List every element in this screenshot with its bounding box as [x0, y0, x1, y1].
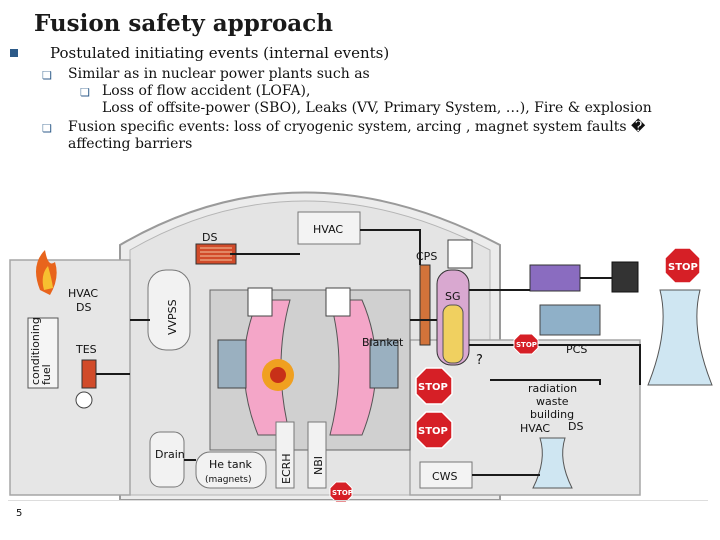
- blanket-label: Blanket: [362, 336, 404, 349]
- tes-heater: [81, 359, 97, 389]
- fuel-conditioning-box: [27, 317, 59, 389]
- bullet-text: Similar as in nuclear power plants such …: [68, 66, 370, 82]
- turbine-icon: [529, 264, 581, 292]
- fusion-plant-diagram: HVAC DS CPS SG HVAC DS fuelconditioning …: [9, 191, 713, 503]
- stop-sign-small: STOP: [329, 481, 353, 503]
- svg-text:STOP: STOP: [418, 382, 448, 393]
- bullet-text: Loss of flow accident (LOFA),: [102, 83, 311, 99]
- fuel-conditioning-label: fuelconditioning: [29, 317, 53, 385]
- bullet-text: affecting barriers: [68, 136, 193, 152]
- svg-text:STOP: STOP: [418, 426, 448, 437]
- stop-sign-small: STOP: [513, 333, 539, 355]
- drain-label: Drain: [155, 448, 185, 461]
- svg-text:STOP: STOP: [668, 262, 698, 273]
- hvac-top-label: HVAC: [313, 223, 343, 236]
- bullet-text: Postulated initiating events (internal e…: [50, 44, 390, 62]
- cps-label: CPS: [416, 250, 437, 263]
- slide-title: Fusion safety approach: [34, 10, 333, 37]
- footer-divider: [8, 500, 708, 501]
- bullet-level3: ❏ Loss of flow accident (LOFA),: [22, 83, 712, 100]
- sg-label: SG: [445, 290, 461, 303]
- ds-left-label: DS: [76, 301, 91, 314]
- bullet-level2: ❏ Similar as in nuclear power plants suc…: [22, 66, 712, 83]
- he-tank-label: He tank: [209, 458, 253, 471]
- hvac-right-label: HVAC: [520, 422, 550, 435]
- hollow-square-bullet-icon: ❏: [42, 122, 52, 135]
- detector-icon: [325, 287, 351, 317]
- square-bullet-icon: [10, 49, 18, 57]
- blanket-module-right: [369, 339, 399, 389]
- detector-icon: [447, 239, 473, 269]
- bullet-text: Fusion specific events: loss of cryogeni…: [68, 119, 646, 135]
- hvac-top-box: [297, 211, 361, 245]
- hvac-left-label: HVAC: [68, 287, 98, 300]
- bullet-level1: Postulated initiating events (internal e…: [10, 44, 712, 63]
- bullet-level3-continuation: Loss of offsite-power (SBO), Leaks (VV, …: [22, 100, 712, 117]
- ecrh-label: ECRH: [280, 453, 293, 484]
- ds-top-label: DS: [202, 231, 217, 244]
- generator-icon: [611, 261, 639, 293]
- fire-core-icon: [42, 266, 53, 290]
- bullet-level2: ❏ Fusion specific events: loss of cryoge…: [22, 119, 712, 153]
- he-tank: [195, 451, 267, 489]
- hollow-square-bullet-icon: ❏: [80, 86, 90, 99]
- svg-text:STOP: STOP: [516, 341, 537, 349]
- fan-icon: [75, 391, 93, 409]
- stop-sign: STOP: [415, 367, 453, 405]
- slide-number: 5: [16, 508, 23, 519]
- bullet-list: Postulated initiating events (internal e…: [10, 44, 712, 153]
- cws-label: CWS: [432, 470, 458, 483]
- cooling-tower-small: [532, 437, 573, 489]
- stop-sign: STOP: [415, 411, 453, 449]
- detector-icon: [247, 287, 273, 317]
- blanket-module-left: [217, 339, 247, 389]
- tes-label: TES: [75, 343, 97, 356]
- explosion-core-icon: [270, 367, 286, 383]
- svg-text:STOP: STOP: [332, 489, 353, 497]
- vvpss-tank: [147, 269, 191, 351]
- question-mark-label: ?: [476, 353, 483, 368]
- magnets-label: (magnets): [205, 475, 251, 485]
- cps-column: [419, 264, 431, 346]
- ds-top-heater-fins: [200, 247, 232, 261]
- nbi-label: NBI: [312, 456, 325, 475]
- pcs-label: PCS: [566, 343, 587, 356]
- ecrh-box: [275, 421, 295, 489]
- ds-right-label: DS: [568, 420, 583, 433]
- vvpss-label: VVPSS: [166, 299, 179, 335]
- cooling-tower-large: [647, 289, 713, 386]
- stop-sign: STOP: [664, 247, 701, 284]
- steam-generator-core: [442, 304, 464, 364]
- nbi-box: [307, 421, 327, 489]
- heat-exchanger-icon: [539, 304, 601, 336]
- hollow-square-bullet-icon: ❏: [42, 69, 52, 82]
- radiation-waste-building-label: radiation waste building: [528, 382, 581, 421]
- cws-box: [419, 461, 473, 489]
- bullet-text: Loss of offsite-power (SBO), Leaks (VV, …: [102, 100, 652, 116]
